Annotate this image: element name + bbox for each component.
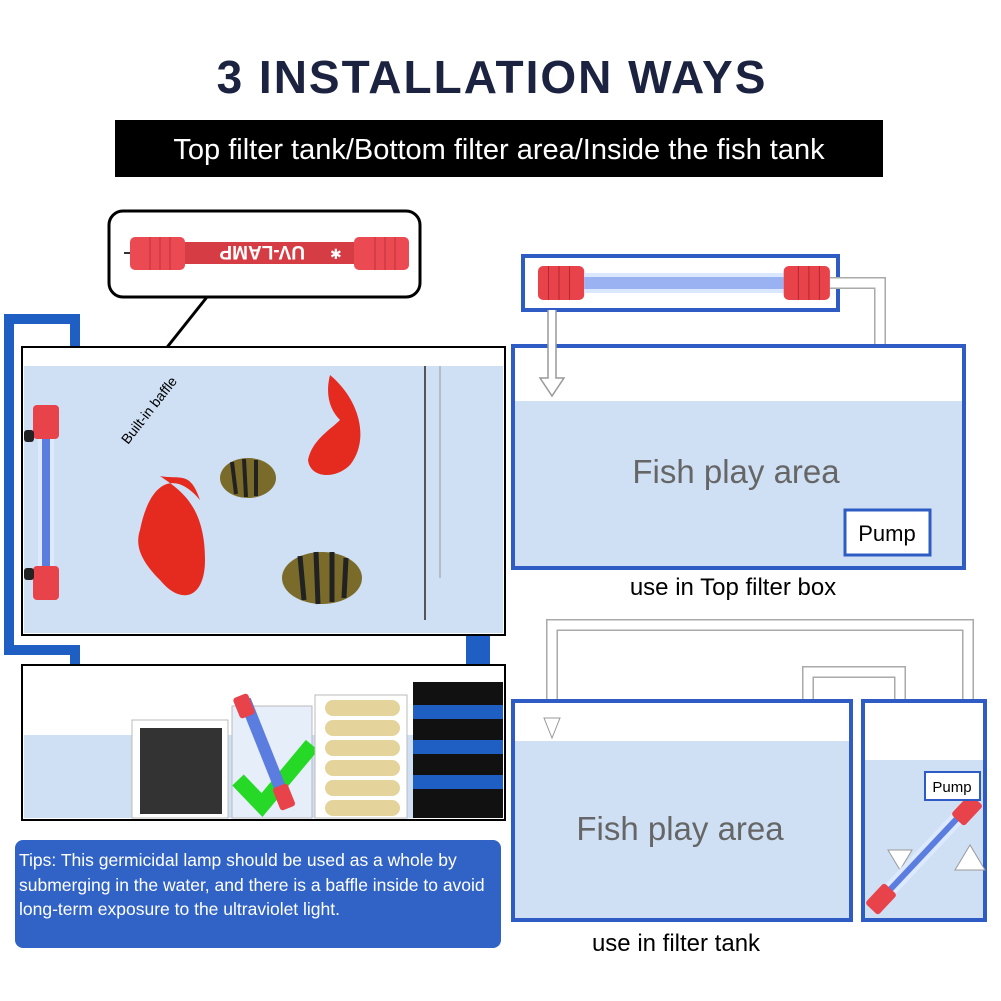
down-arrow-icon [543, 717, 561, 740]
foam-filter-media [413, 682, 503, 818]
sponge-filter-media [314, 694, 408, 819]
bio-ball-media [131, 719, 229, 819]
uv-lamp-label: UV-LAMP [219, 241, 305, 262]
tips-text: Tips: This germicidal lamp should be use… [19, 850, 485, 919]
filter-tank-caption: use in filter tank [592, 930, 761, 957]
uv-lamp-product-image: UV-LAMP ✱ [124, 237, 409, 270]
uv-lamp-sump-compartment [231, 693, 319, 819]
pump-box [843, 508, 932, 557]
top-filter-caption: use in Top filter box [630, 574, 836, 601]
uv-lamp-filter-tank [866, 794, 982, 915]
main-tank-2-water [515, 741, 849, 918]
fish-play-area-label: Fish play area [632, 453, 840, 490]
down-arrow-icon [538, 310, 566, 398]
check-mark-icon [232, 739, 319, 817]
fish-play-area-label-2: Fish play area [576, 810, 784, 847]
up-arrow-icon [954, 844, 986, 871]
tank-water [24, 366, 503, 633]
pump-label-2: Pump [932, 779, 971, 796]
tiger-fish-icon [220, 458, 276, 498]
pump-label: Pump [858, 521, 915, 546]
pump-box-2 [924, 771, 981, 801]
tiger-fish-icon [282, 551, 362, 605]
page-title: 3 INSTALLATION WAYS [217, 51, 768, 103]
subtitle-text: Top filter tank/Bottom filter area/Insid… [173, 134, 825, 166]
betta-fish-icon [138, 476, 205, 596]
uv-lamp-in-tank [24, 405, 59, 600]
subtitle-banner [115, 120, 883, 177]
lamp-logo-icon: ✱ [330, 246, 342, 262]
betta-fish-icon [308, 375, 361, 476]
tips-box: Tips: This germicidal lamp should be use… [15, 840, 501, 948]
down-arrow-icon [887, 849, 913, 871]
